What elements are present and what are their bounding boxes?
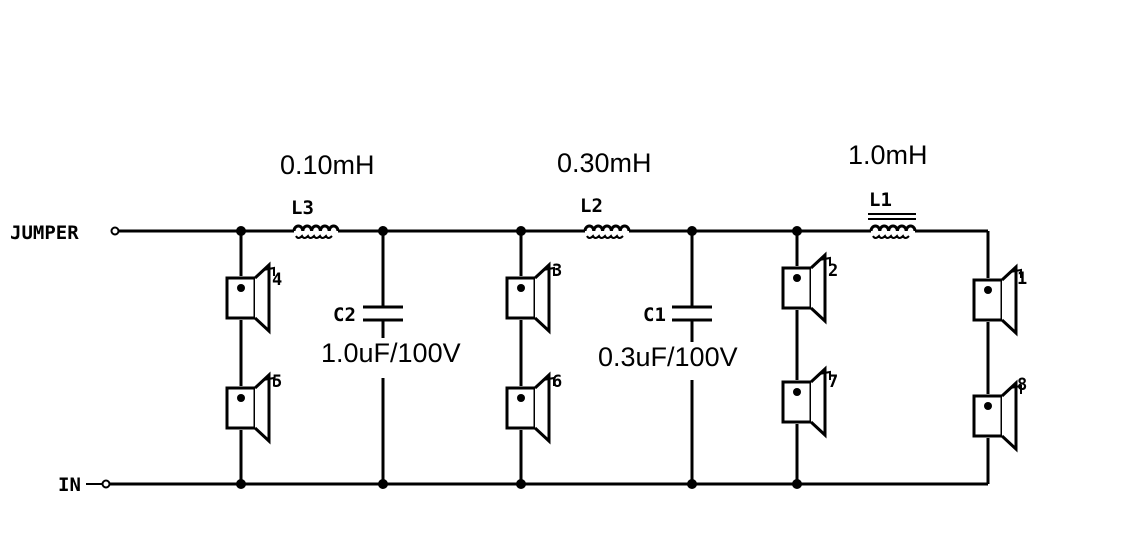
speaker-5-label: 5 [272, 372, 282, 392]
speaker-6 [505, 371, 555, 445]
capacitor-c2-ref: C2 [333, 304, 356, 326]
speaker-3 [505, 261, 555, 335]
inductor-l1-value: 1.0mH [848, 140, 928, 170]
terminal-jumper-label: JUMPER [10, 222, 79, 244]
speaker-2-label: 2 [828, 261, 838, 281]
capacitor-c1-value: 0.3uF/100V [598, 342, 738, 372]
inductor-l1 [868, 213, 917, 239]
capacitor-c2-value: 1.0uF/100V [321, 338, 461, 368]
speaker-4 [225, 261, 275, 335]
speaker-3-label: 3 [552, 261, 562, 281]
inductor-l3 [292, 224, 340, 239]
capacitor-c1-ref: C1 [643, 304, 666, 326]
inductor-l2 [583, 224, 631, 239]
terminal-in[interactable] [101, 479, 111, 489]
speaker-8-label: 8 [1017, 375, 1027, 395]
inductor-l2-value: 0.30mH [557, 148, 652, 178]
speaker-1-label: 1 [1017, 269, 1027, 289]
capacitor-c2 [363, 231, 403, 484]
speaker-4-label: 4 [272, 270, 282, 290]
inductor-l2-ref: L2 [580, 195, 603, 217]
speaker-5 [225, 371, 275, 445]
terminal-jumper[interactable] [110, 226, 120, 236]
speaker-6-label: 6 [552, 372, 562, 392]
inductor-l3-value: 0.10mH [280, 150, 375, 180]
speaker-1 [972, 263, 1022, 337]
speaker-7-label: 7 [828, 372, 838, 392]
junction-dots [236, 226, 802, 489]
capacitor-c1 [672, 231, 712, 484]
speaker-7 [781, 365, 831, 439]
speaker-2 [781, 251, 831, 325]
terminal-in-label: IN [58, 474, 81, 496]
bottom-rail [110, 438, 990, 486]
inductor-l3-ref: L3 [291, 197, 314, 219]
inductor-l1-ref: L1 [869, 189, 892, 211]
speaker-8 [972, 379, 1022, 453]
